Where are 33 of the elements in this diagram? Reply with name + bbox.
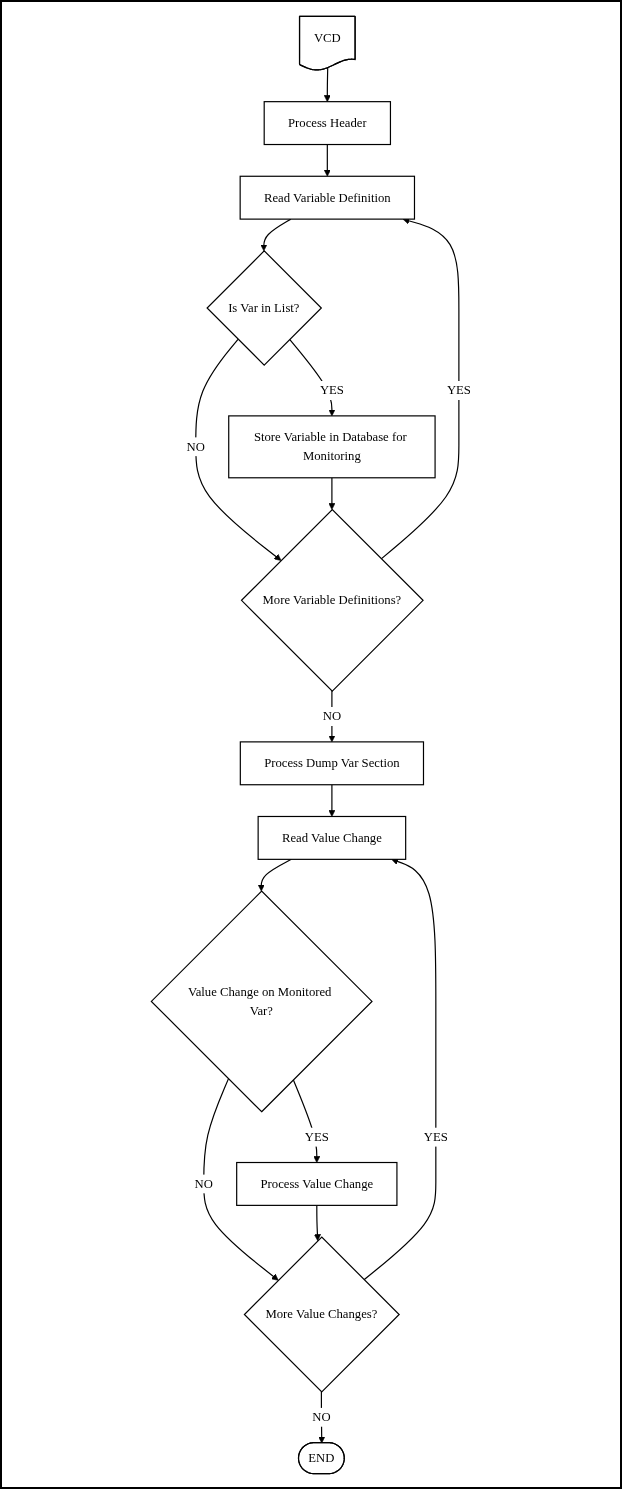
arrow bbox=[257, 858, 292, 891]
arrow bbox=[195, 338, 282, 561]
edge-label: YES bbox=[319, 382, 344, 397]
edge-label: YES bbox=[446, 382, 471, 397]
arrow bbox=[203, 1077, 279, 1281]
arrow bbox=[328, 690, 336, 742]
arrow bbox=[328, 476, 336, 510]
node-diamond: Value Change on Monitored Var? bbox=[150, 889, 373, 1113]
node-box: Read Variable Definition bbox=[239, 175, 415, 220]
node-diamond: Is Var in List? bbox=[206, 249, 323, 366]
arrow bbox=[323, 67, 331, 102]
arrow bbox=[260, 218, 292, 251]
arrow bbox=[380, 217, 460, 559]
edge-label: NO bbox=[186, 439, 205, 453]
node-box: Process Value Change bbox=[235, 1161, 398, 1206]
arrow bbox=[363, 857, 437, 1280]
edge-label: NO bbox=[194, 1176, 213, 1190]
arrow bbox=[323, 143, 331, 177]
arrow bbox=[292, 1078, 321, 1163]
arrow bbox=[313, 1204, 321, 1241]
node-box: Process Dump Var Section bbox=[239, 740, 424, 785]
edge-label: NO bbox=[312, 1409, 331, 1424]
edge-label: YES bbox=[423, 1129, 448, 1143]
arrow bbox=[328, 783, 336, 817]
edge-label: YES bbox=[304, 1129, 329, 1143]
node-diamond: More Value Changes? bbox=[243, 1235, 400, 1393]
edge-label: NO bbox=[322, 708, 341, 723]
node-box: Read Value Change bbox=[257, 815, 407, 860]
arrow bbox=[288, 338, 336, 416]
arrow bbox=[318, 1390, 326, 1443]
node-box: Store Variable in Database for Monitoring bbox=[228, 414, 436, 478]
node-diamond: More Variable Definitions? bbox=[240, 508, 424, 692]
node-box: Process Header bbox=[263, 100, 391, 145]
